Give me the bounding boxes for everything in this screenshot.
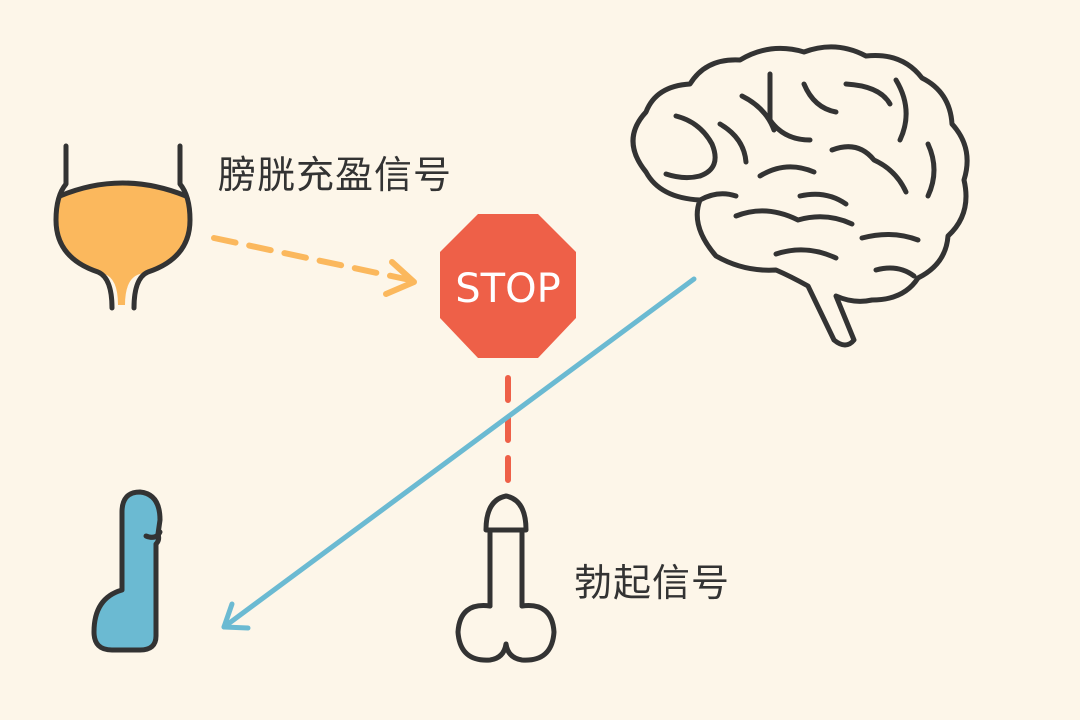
penis-icon-outline: [455, 493, 557, 663]
erection-signal-label: 勃起信号: [574, 561, 731, 605]
stop-sign-text: STOP: [455, 266, 560, 312]
bladder-signal-arrow: [211, 235, 417, 297]
brain-signal-arrow: [221, 276, 697, 631]
bladder-signal-label: 膀胱充盈信号: [218, 153, 453, 197]
brain-icon: [630, 44, 970, 348]
bladder-icon: [53, 143, 193, 311]
penis-icon-blue: [91, 489, 163, 653]
stop-sign-icon: STOP: [440, 214, 576, 358]
